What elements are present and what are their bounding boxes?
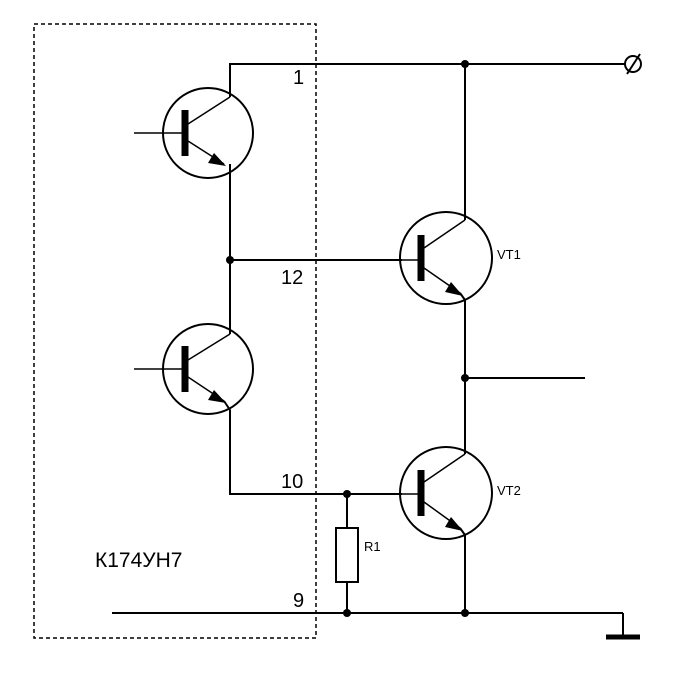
pin-label-1: 1 <box>293 67 304 89</box>
internal-transistor-q1 <box>134 87 254 179</box>
vt2-emitter-wire <box>459 527 466 613</box>
pin-label-9: 9 <box>293 590 304 612</box>
junction-node <box>461 60 469 68</box>
pin-label-12: 12 <box>281 267 303 289</box>
transistor-vt2 <box>399 446 493 540</box>
ic-label: К174УН7 <box>95 549 182 572</box>
ic-boundary <box>33 23 317 639</box>
pin-label-10: 10 <box>281 471 303 493</box>
supply-terminal <box>624 53 642 75</box>
junction-node <box>343 609 351 617</box>
junction-node <box>226 256 234 264</box>
junction-node <box>461 609 469 617</box>
transistor-vt1 <box>399 211 493 305</box>
output-node-wire <box>459 292 466 454</box>
ground-symbol <box>606 613 640 640</box>
pin10-wire <box>223 400 402 495</box>
internal-transistor-q2 <box>134 323 254 415</box>
resistor-r1 <box>335 494 359 613</box>
supply-rail-wire <box>229 63 625 97</box>
vt2-label: VT2 <box>497 483 521 498</box>
r1-label: R1 <box>364 539 381 554</box>
vt1-label: VT1 <box>497 247 521 262</box>
